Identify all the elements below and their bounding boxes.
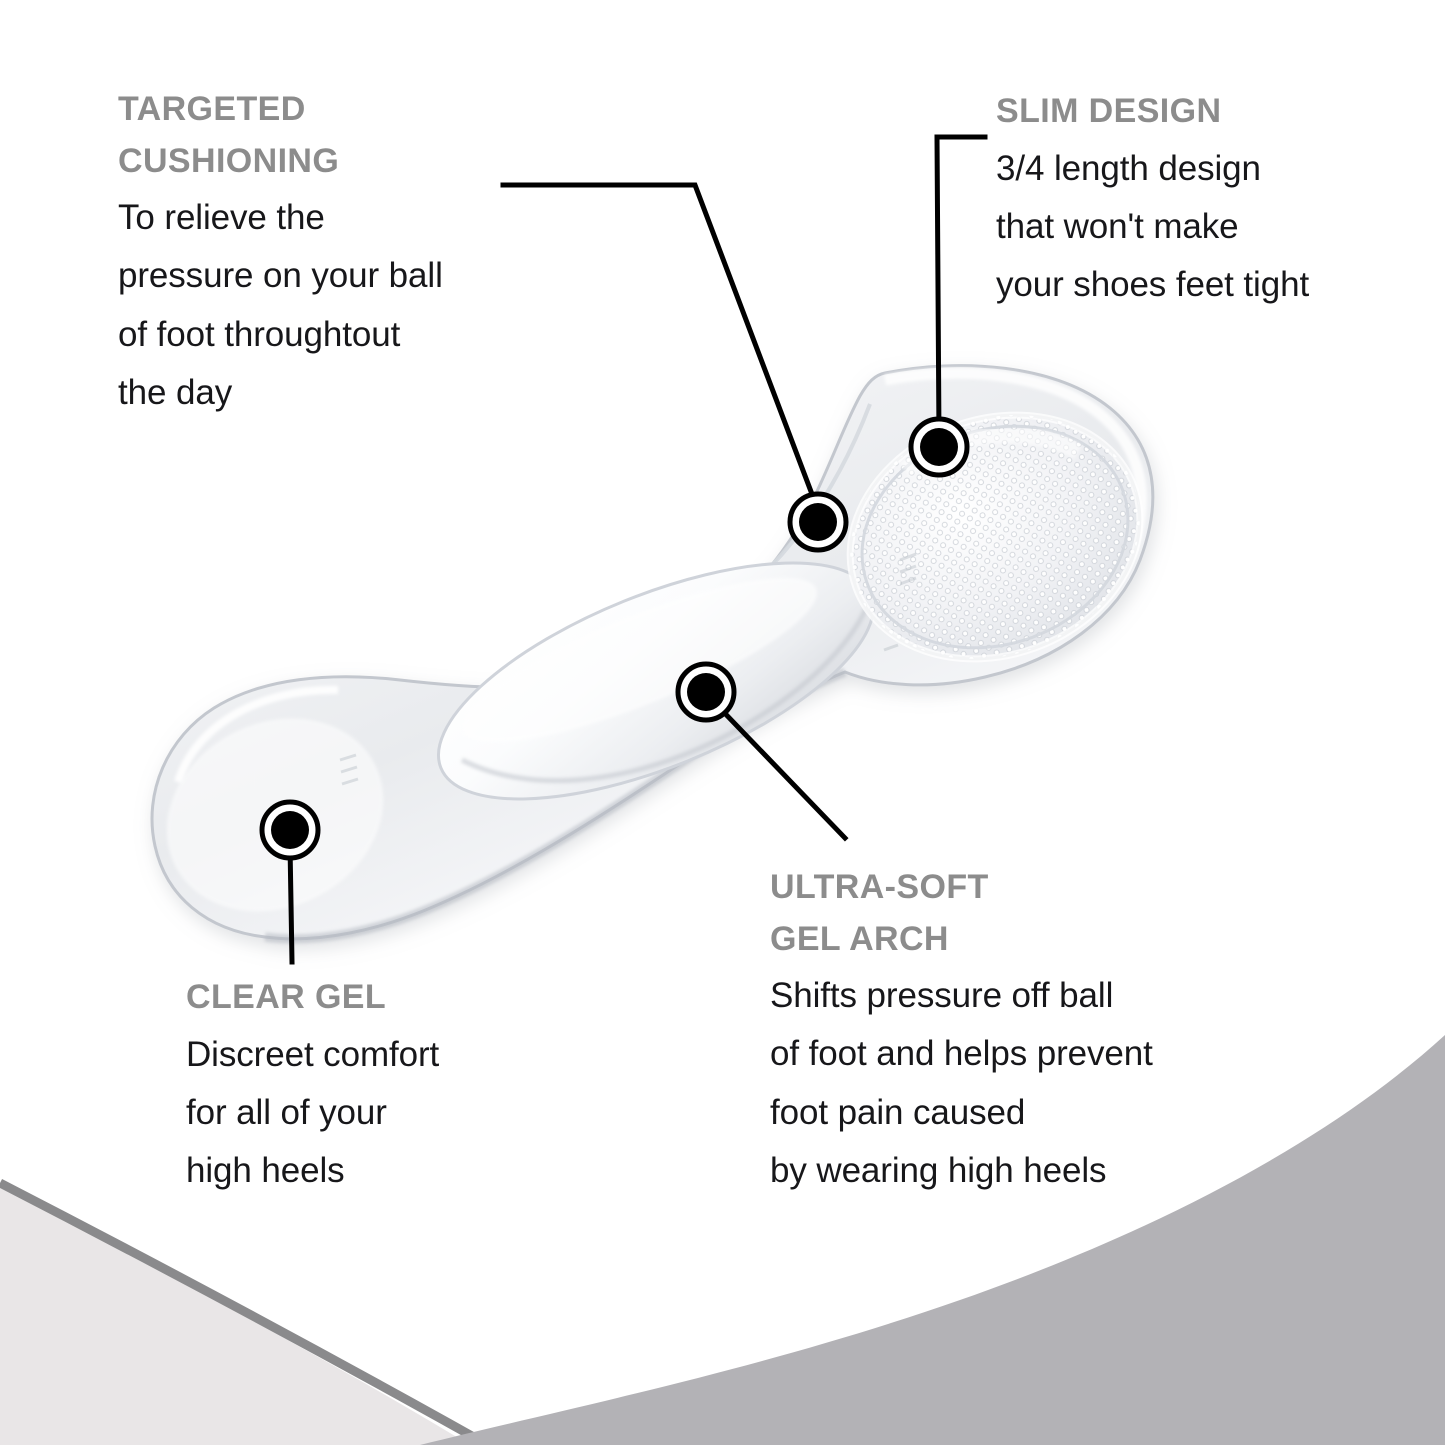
callout-body-clear-gel: Discreet comfort for all of your high he…	[186, 1034, 440, 1190]
callout-clear-gel: CLEAR GEL Discreet comfort for all of yo…	[186, 972, 566, 1200]
embossed-size-marks	[339, 552, 917, 786]
callout-kicker-targeted-cushioning: TARGETED CUSHIONING	[118, 90, 340, 180]
callout-ultra-soft-gel-arch: ULTRA-SOFT GEL ARCH Shifts pressure off …	[770, 862, 1310, 1200]
callout-body-targeted-cushioning: To relieve the pressure on your ball of …	[118, 198, 443, 412]
callout-kicker-clear-gel: CLEAR GEL	[186, 978, 387, 1016]
heel-edge-line	[174, 685, 339, 784]
callout-body-slim-design: 3/4 length design that won't make your s…	[996, 148, 1310, 304]
callout-kicker-ultra-soft-gel-arch: ULTRA-SOFT GEL ARCH	[770, 868, 989, 958]
callout-body-ultra-soft-gel-arch: Shifts pressure off ball of foot and hel…	[770, 976, 1153, 1190]
callout-kicker-slim-design: SLIM DESIGN	[996, 92, 1222, 130]
callout-slim-design: SLIM DESIGN 3/4 length design that won't…	[996, 86, 1436, 314]
arch-pad-gloss	[463, 577, 817, 743]
callout-targeted-cushioning: TARGETED CUSHIONING To relieve the press…	[118, 84, 588, 422]
